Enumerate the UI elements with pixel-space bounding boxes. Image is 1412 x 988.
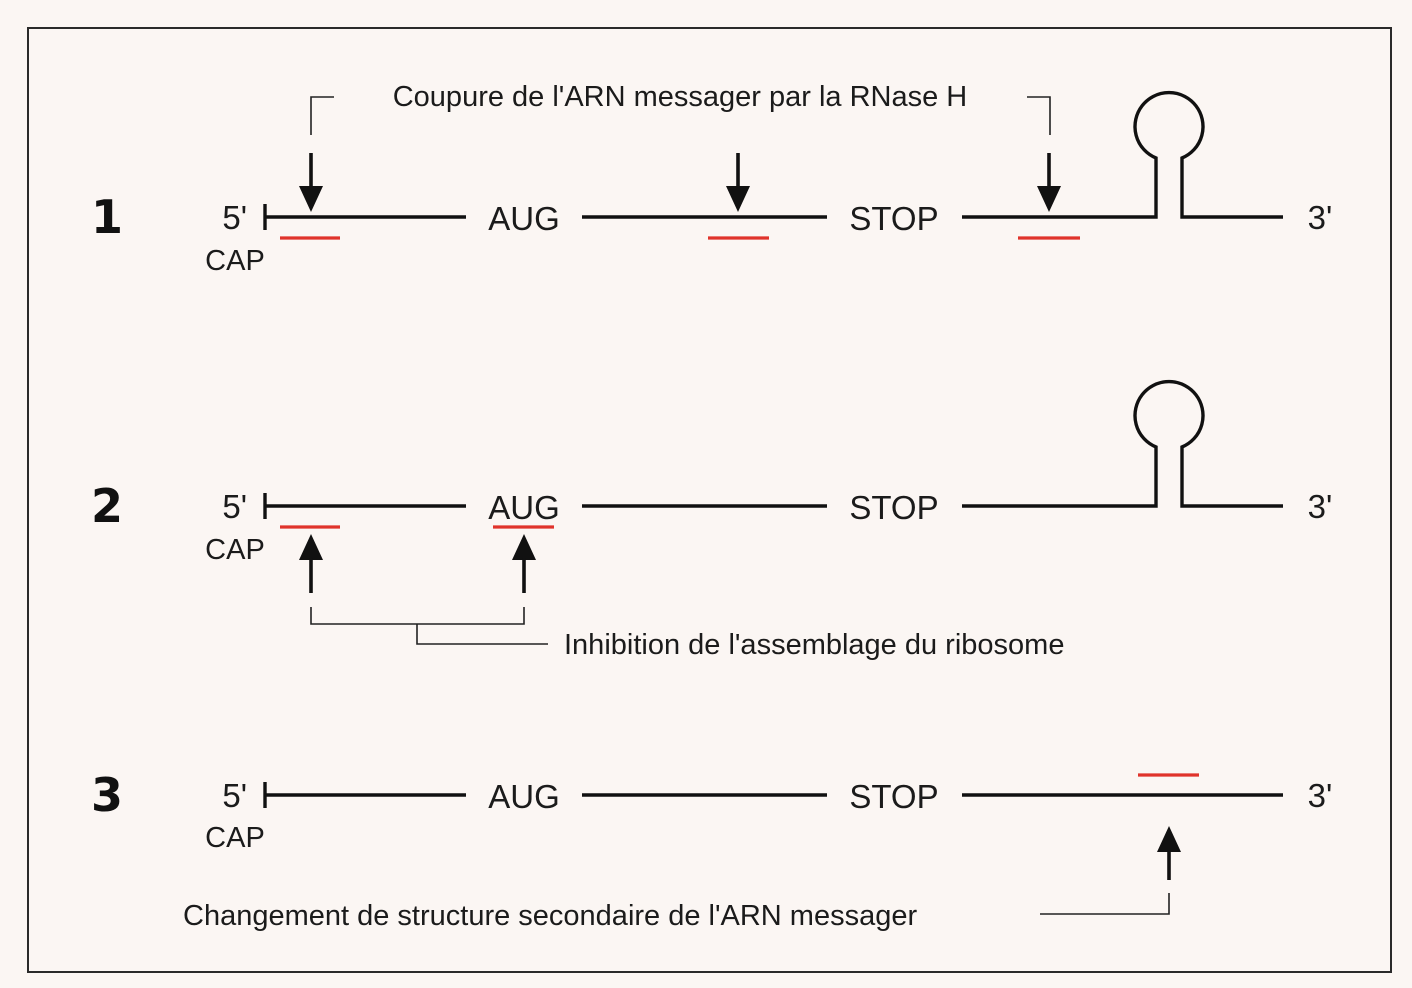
cap-label-1: CAP bbox=[205, 245, 265, 277]
annotation-bracket-1 bbox=[310, 96, 1051, 135]
panel-number-3: 3 bbox=[91, 768, 123, 822]
cleavage-arrow-right bbox=[1037, 153, 1061, 212]
inhibition-arrow-cap bbox=[299, 534, 323, 593]
panel-1: 1 5' CAP AUG STOP 3' Coupure de l'ARN me… bbox=[91, 81, 1332, 277]
annotation-rnase-h: Coupure de l'ARN messager par la RNase H bbox=[393, 81, 968, 113]
panel-number-2: 2 bbox=[91, 479, 123, 533]
cleavage-arrow-middle bbox=[726, 153, 750, 212]
annotation-ribosome-inhibition: Inhibition de l'assemblage du ribosome bbox=[564, 629, 1064, 661]
start-codon-label-1: AUG bbox=[488, 200, 560, 237]
stop-codon-label-3: STOP bbox=[849, 778, 938, 815]
stop-codon-label-1: STOP bbox=[849, 200, 938, 237]
annotation-bracket-3 bbox=[1040, 893, 1170, 915]
cap-label-2: CAP bbox=[205, 534, 265, 566]
three-prime-label-3: 3' bbox=[1308, 777, 1333, 814]
cap-label-3: CAP bbox=[205, 822, 265, 854]
start-codon-label-3: AUG bbox=[488, 778, 560, 815]
panel-2: 2 5' CAP AUG STOP 3' Inhibition de l'ass… bbox=[91, 379, 1333, 661]
three-prime-label-1: 3' bbox=[1308, 199, 1333, 236]
inhibition-arrow-aug bbox=[512, 534, 536, 593]
three-prime-label-2: 3' bbox=[1308, 488, 1333, 525]
start-codon-label-2: AUG bbox=[488, 489, 560, 526]
mrna-segment-3utr-hairpin-2 bbox=[962, 379, 1283, 508]
annotation-structure-change: Changement de structure secondaire de l'… bbox=[183, 900, 917, 932]
five-prime-label-2: 5' bbox=[222, 488, 247, 525]
five-prime-label-1: 5' bbox=[222, 199, 247, 236]
cleavage-arrow-left bbox=[299, 153, 323, 212]
stop-codon-label-2: STOP bbox=[849, 489, 938, 526]
five-prime-label-3: 5' bbox=[222, 777, 247, 814]
panel-number-1: 1 bbox=[91, 190, 123, 244]
panel-3: 3 5' CAP AUG STOP 3' Changement de struc… bbox=[91, 768, 1332, 932]
mrna-segment-3utr-hairpin-1 bbox=[962, 90, 1283, 219]
annotation-bracket-2 bbox=[310, 607, 548, 645]
diagram-frame bbox=[27, 27, 1392, 973]
structure-change-arrow bbox=[1157, 826, 1181, 880]
